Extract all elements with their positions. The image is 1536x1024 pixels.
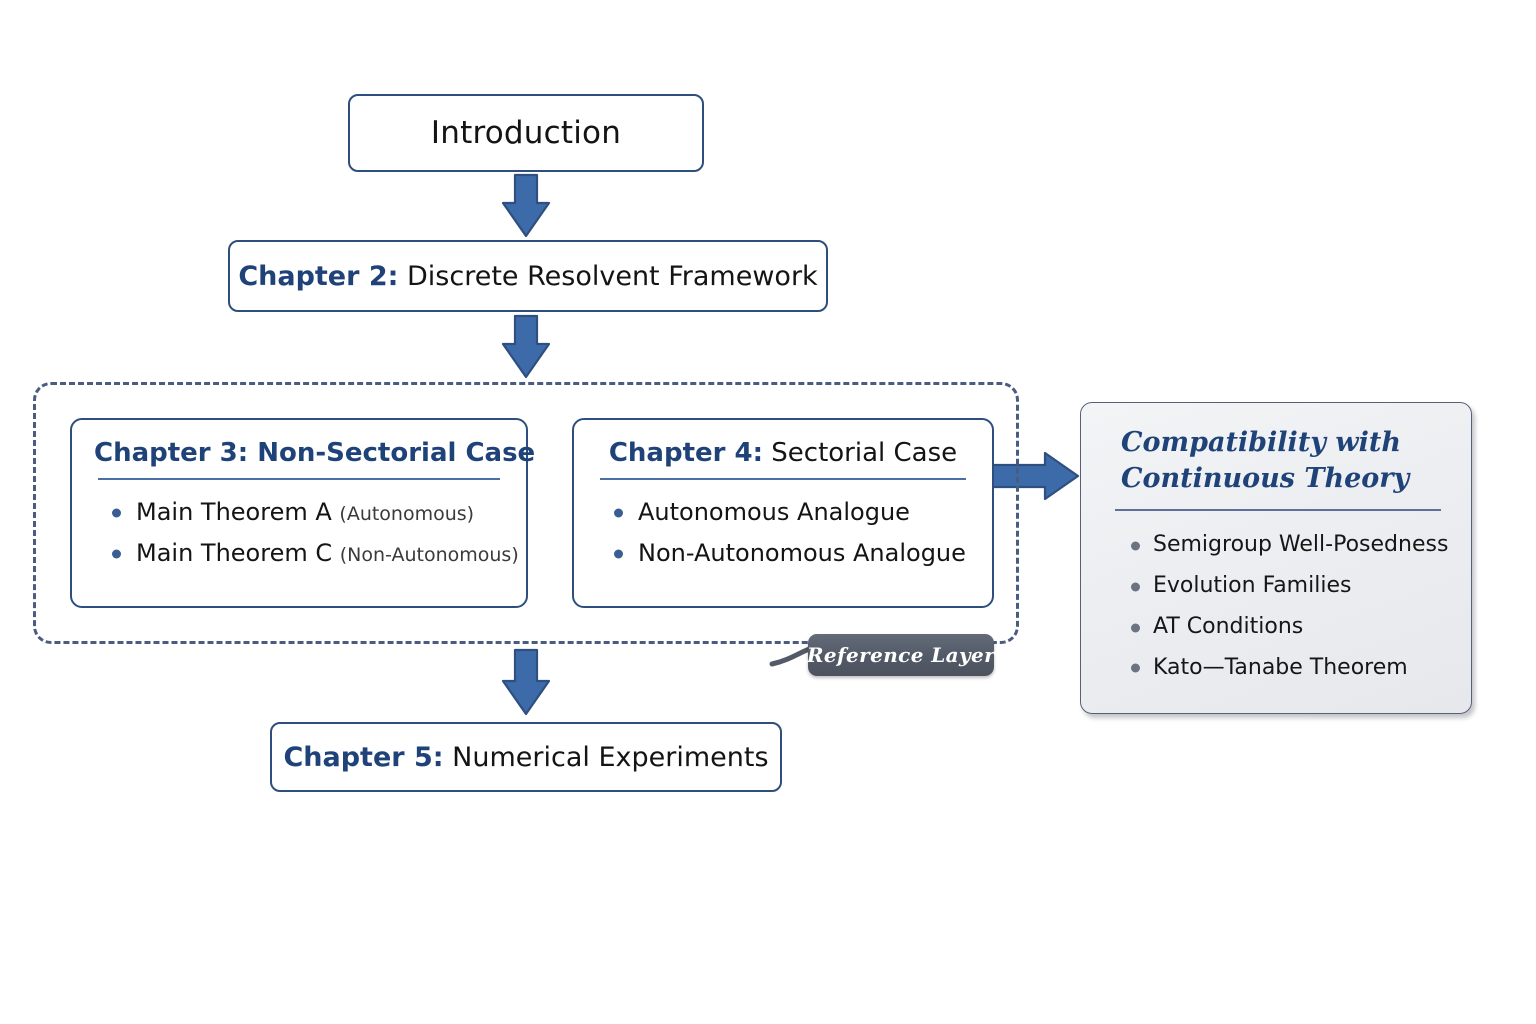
list-item: Main Theorem C (Non-Autonomous) [110, 533, 519, 574]
list-item: Autonomous Analogue [612, 492, 970, 533]
list-item: Kato—Tanabe Theorem [1129, 648, 1447, 689]
compatibility-title-line1: Compatibility with [1121, 427, 1401, 458]
bullet-text: Main Theorem C [136, 539, 340, 568]
chapter4-bullets: Autonomous Analogue Non-Autonomous Analo… [596, 492, 970, 575]
compatibility-bullets: Semigroup Well-Posedness Evolution Famil… [1107, 525, 1448, 689]
chapter4-divider [600, 478, 966, 480]
chapter5-box[interactable]: Chapter 5: Numerical Experiments [270, 722, 782, 792]
compatibility-title-line2: Continuous Theory [1121, 462, 1410, 494]
list-item: Main Theorem A (Autonomous) [110, 492, 504, 533]
arrow-chapter4-to-compatibility [990, 451, 1080, 501]
reference-layer-label: Reference Layer [806, 643, 996, 667]
compatibility-divider [1115, 509, 1441, 512]
chapter4-card[interactable]: Chapter 4: Sectorial Case Autonomous Ana… [572, 418, 994, 608]
list-item: AT Conditions [1129, 607, 1447, 648]
bullet-text: Autonomous Analogue [638, 498, 910, 526]
chapter4-rest: Sectorial Case [763, 438, 958, 468]
chapter5-rest: Numerical Experiments [443, 741, 769, 773]
chapter2-label: Chapter 2: Discrete Resolvent Framework [238, 261, 817, 292]
chapter2-box[interactable]: Chapter 2: Discrete Resolvent Framework [228, 240, 828, 312]
arrow-group-to-chapter5 [501, 648, 551, 716]
bullet-qualifier: (Autonomous) [339, 503, 475, 525]
chapter2-rest: Discrete Resolvent Framework [398, 260, 818, 292]
list-item: Non-Autonomous Analogue [612, 533, 970, 574]
intro-box[interactable]: Introduction [348, 94, 704, 172]
compatibility-title: Compatibility with Continuous Theory [1107, 425, 1447, 496]
chapter3-tag: Chapter 3: [94, 438, 249, 468]
compatibility-panel[interactable]: Compatibility with Continuous Theory Sem… [1080, 402, 1472, 714]
arrow-chapter2-to-group [501, 314, 551, 379]
chapter3-title: Chapter 3: Non-Sectorial Case [94, 438, 535, 468]
chapter3-card[interactable]: Chapter 3: Non-Sectorial Case Main Theor… [70, 418, 535, 608]
chapter3-bullets: Main Theorem A (Autonomous) Main Theorem… [94, 492, 519, 575]
core-chapters-group [33, 382, 1019, 644]
list-item: Evolution Families [1129, 566, 1447, 607]
arrow-intro-to-chapter2 [501, 173, 551, 238]
bullet-text: Main Theorem A [136, 498, 340, 526]
chapter3-rest: Non-Sectorial Case [248, 438, 536, 468]
bullet-text: Non-Autonomous Analogue [638, 539, 966, 568]
chapter2-tag: Chapter 2: [238, 260, 399, 292]
chapter4-tag: Chapter 4: [608, 438, 764, 468]
chapter3-divider [98, 478, 500, 480]
chapter4-title: Chapter 4: Sectorial Case [596, 438, 970, 468]
bullet-qualifier: (Non-Autonomous) [339, 544, 519, 567]
chapter5-label: Chapter 5: Numerical Experiments [283, 742, 768, 773]
reference-layer-badge[interactable]: Reference Layer [806, 634, 996, 676]
chapter5-tag: Chapter 5: [283, 741, 444, 773]
list-item: Semigroup Well-Posedness [1129, 525, 1448, 566]
intro-label: Introduction [430, 115, 622, 151]
